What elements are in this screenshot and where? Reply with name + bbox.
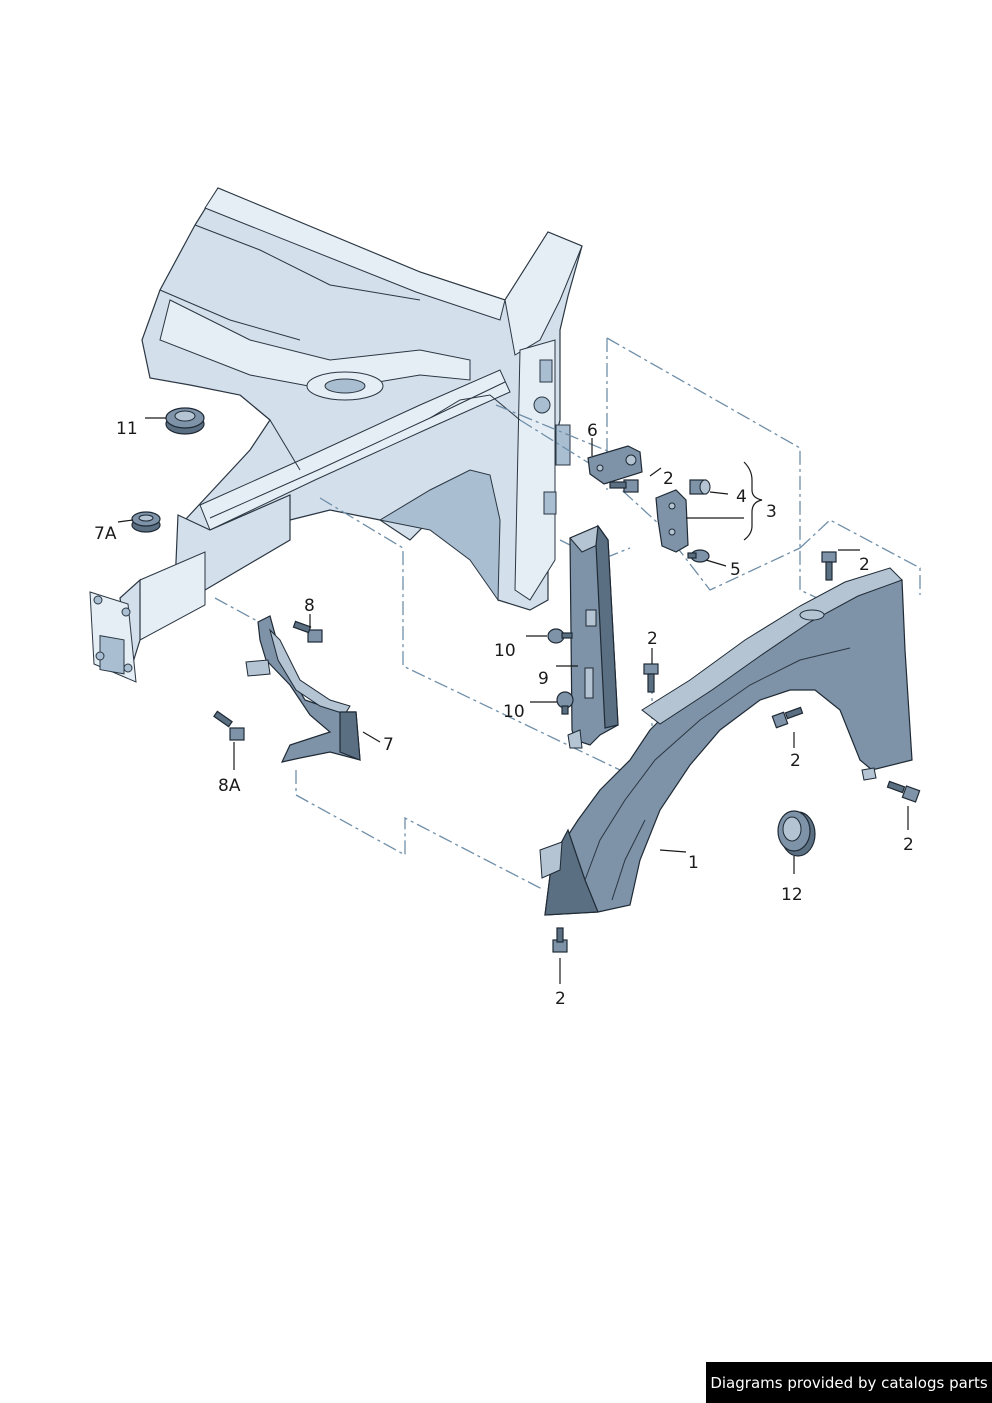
callout-2-mid: 2	[647, 629, 658, 649]
bolt-2-bracket	[609, 479, 639, 493]
callout-8: 8	[304, 596, 315, 616]
bolt-2-mid	[643, 663, 659, 693]
callout-2-bracket: 2	[663, 469, 674, 489]
wheel-arch-liner-part	[539, 567, 913, 916]
grommet-11	[165, 407, 205, 435]
callout-10-upper: 10	[494, 641, 516, 661]
callout-8a: 8A	[218, 776, 241, 796]
callout-2-bottom: 2	[555, 989, 566, 1009]
callout-1: 1	[688, 853, 699, 873]
small-bracket-part	[587, 445, 643, 485]
clip-10-upper	[547, 628, 573, 644]
callout-9: 9	[538, 669, 549, 689]
bolt-8	[292, 620, 323, 643]
car-body-structure	[89, 187, 583, 683]
callout-7a: 7A	[94, 524, 117, 544]
bolt-2-lower-right	[886, 780, 921, 803]
bolt-2-top-right	[821, 551, 837, 581]
callout-2-arch: 2	[790, 751, 801, 771]
bracket-part	[245, 615, 361, 763]
bolt-2-arch	[771, 706, 804, 729]
bolt-2-bottom	[552, 927, 568, 953]
callout-11: 11	[116, 419, 138, 439]
callout-2-top-right: 2	[859, 555, 870, 575]
plug-12	[777, 810, 816, 857]
clip-10-lower	[556, 691, 574, 715]
callout-12: 12	[781, 885, 803, 905]
callout-4: 4	[736, 487, 747, 507]
grommet-7a	[131, 511, 161, 533]
clip-5	[687, 549, 710, 563]
pillar-trim-part	[567, 524, 619, 749]
bolt-8a	[213, 710, 245, 741]
callout-labels: 1 2 2 2 2 2 2 3 4 5 6 7 7A 8 8A 9 10 10 …	[94, 419, 914, 1009]
leader-lines	[117, 417, 909, 984]
support-bracket-part	[655, 489, 689, 553]
callout-7: 7	[383, 735, 394, 755]
callout-6: 6	[587, 421, 598, 441]
nut-4	[689, 479, 711, 495]
callout-3: 3	[766, 502, 777, 522]
callout-10-lower: 10	[503, 702, 525, 722]
watermark-banner: Diagrams provided by catalogs parts	[706, 1362, 992, 1403]
callout-2-lower-right: 2	[903, 835, 914, 855]
callout-5: 5	[730, 560, 741, 580]
